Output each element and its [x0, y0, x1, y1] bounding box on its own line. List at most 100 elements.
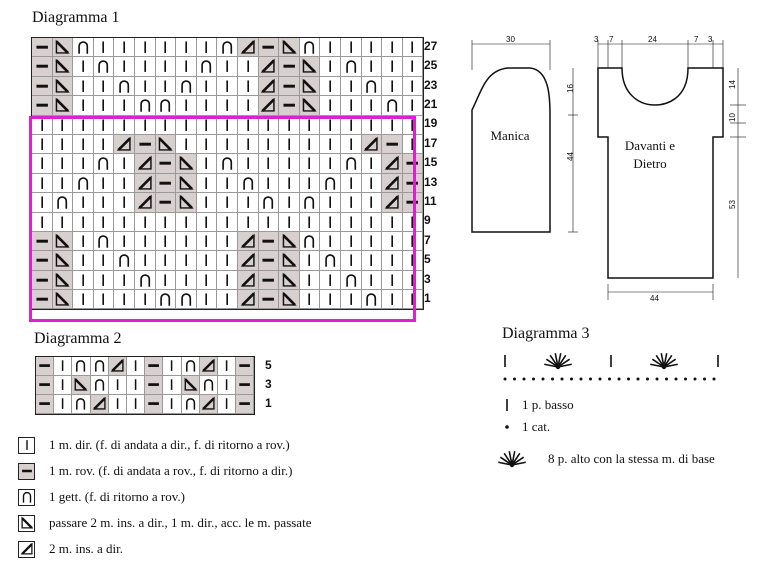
- skpo-icon: [18, 514, 35, 532]
- knit-stitch-icon: [93, 270, 115, 291]
- skpo-icon: [52, 270, 74, 291]
- yarn-over-icon: [217, 154, 238, 174]
- knit-stitch-icon: [279, 134, 300, 155]
- knit-stitch-icon: [299, 173, 321, 194]
- knit-stitch-icon: [237, 76, 259, 97]
- skpo-icon: [52, 57, 74, 77]
- knit-stitch-icon: [402, 134, 424, 155]
- knit-stitch-icon: [54, 357, 73, 376]
- knit-stitch-icon: [258, 115, 280, 135]
- chain-dot: [503, 377, 507, 381]
- knit-stitch-icon: [279, 212, 300, 232]
- knit-stitch-icon: [163, 376, 182, 395]
- fan-icon: [498, 451, 526, 468]
- k2tog-icon: [199, 357, 218, 376]
- yarn-over-icon: [93, 231, 115, 252]
- knit-stitch-icon: [52, 154, 74, 174]
- knit-stitch-icon: [382, 290, 403, 310]
- knit-stitch-icon: [155, 76, 177, 97]
- knit-stitch-icon: [320, 96, 341, 116]
- chain-icon: [505, 425, 509, 429]
- knit-stitch-icon: [320, 115, 341, 135]
- skpo-icon: [279, 251, 300, 271]
- knit-stitch-icon: [73, 193, 94, 213]
- k2tog-icon: [361, 134, 383, 155]
- legend-item: 1 m. rov. (f. di andata a rov., f. di ri…: [18, 461, 292, 481]
- skpo-icon: [181, 376, 200, 395]
- knit-stitch-icon: [52, 212, 74, 232]
- purl-stitch-icon: [36, 357, 55, 376]
- chain-dot: [646, 377, 649, 381]
- skpo-icon: [279, 38, 300, 58]
- diagram1-title: Diagramma 1: [32, 9, 120, 26]
- knit-stitch-icon: [54, 376, 73, 395]
- yarn-over-icon: [237, 173, 259, 194]
- knit-stitch-icon: [340, 96, 362, 116]
- purl-stitch-icon: [145, 395, 164, 414]
- knit-stitch-icon: [196, 290, 218, 310]
- knit-stitch-icon: [54, 395, 73, 414]
- chain-dot: [608, 377, 611, 381]
- knit-stitch-icon: [155, 115, 177, 135]
- yarn-over-icon: [134, 96, 156, 116]
- knit-stitch-icon: [196, 212, 218, 232]
- k2tog-icon: [134, 154, 156, 174]
- purl-stitch-icon: [236, 395, 255, 414]
- knit-stitch-icon: [73, 134, 94, 155]
- body-top-dim-3: 24: [648, 35, 657, 44]
- skpo-icon: [52, 76, 74, 97]
- knit-stitch-icon: [340, 231, 362, 252]
- yarn-over-icon: [176, 290, 197, 310]
- knit-stitch-icon: [155, 212, 177, 232]
- diagram1-highlight-box: [29, 116, 416, 322]
- knit-stitch-icon: [73, 251, 94, 271]
- purl-stitch-icon: [36, 376, 55, 395]
- knit-stitch-icon: [155, 57, 177, 77]
- body-top-dim-5: 3: [708, 35, 713, 44]
- purl-stitch-icon: [36, 395, 55, 414]
- body-top-dim-1: 3: [594, 35, 599, 44]
- body-label-line1: Davanti e: [624, 138, 676, 153]
- yarn-over-icon: [90, 376, 109, 395]
- knit-stitch-icon: [163, 357, 182, 376]
- yarn-over-icon: [155, 290, 177, 310]
- knit-stitch-icon: [361, 38, 383, 58]
- fan-icon: [544, 353, 572, 370]
- knit-stitch-icon: [217, 115, 238, 135]
- body-length-dim: 53: [727, 200, 737, 209]
- purl-stitch-icon: [145, 376, 164, 395]
- legend-text: 1 gett. (f. di ritorno a rov.): [49, 489, 185, 504]
- knit-stitch-icon: [114, 231, 135, 252]
- knit-stitch-icon: [32, 115, 53, 135]
- knit-stitch-icon: [320, 270, 341, 291]
- knit-stitch-icon: [73, 96, 94, 116]
- k2tog-icon: [237, 290, 259, 310]
- knit-stitch-icon: [258, 154, 280, 174]
- knit-stitch-icon: [402, 290, 424, 310]
- knit-stitch-icon: [114, 57, 135, 77]
- knit-stitch-icon: [217, 96, 238, 116]
- knit-stitch-icon: [126, 395, 146, 414]
- yarn-over-icon: [181, 395, 200, 414]
- knit-stitch-icon: [73, 290, 94, 310]
- body-top-dim-4: 7: [694, 35, 699, 44]
- knit-stitch-icon: [93, 193, 115, 213]
- yarn-over-icon: [340, 57, 362, 77]
- knit-stitch-icon: [382, 270, 403, 291]
- knit-stitch-icon: [196, 251, 218, 271]
- knit-stitch-icon: [114, 154, 135, 174]
- legend-text: 1 m. dir. (f. di andata a dir., f. di ri…: [49, 437, 290, 452]
- knit-stitch-icon: [196, 154, 218, 174]
- knit-stitch-icon: [320, 193, 341, 213]
- chain-dot: [684, 377, 687, 381]
- yarn-over-icon: [361, 290, 383, 310]
- knit-stitch-icon: [340, 251, 362, 271]
- knit-stitch-icon: [155, 270, 177, 291]
- knit-stitch-icon: [320, 57, 341, 77]
- row-number: 15: [424, 155, 438, 170]
- yarn-over-icon: [52, 193, 74, 213]
- row-number: 3: [424, 271, 431, 286]
- purl-stitch-icon: [402, 154, 424, 174]
- body-top-dim-2: 7: [609, 35, 614, 44]
- knit-stitch-icon: [196, 270, 218, 291]
